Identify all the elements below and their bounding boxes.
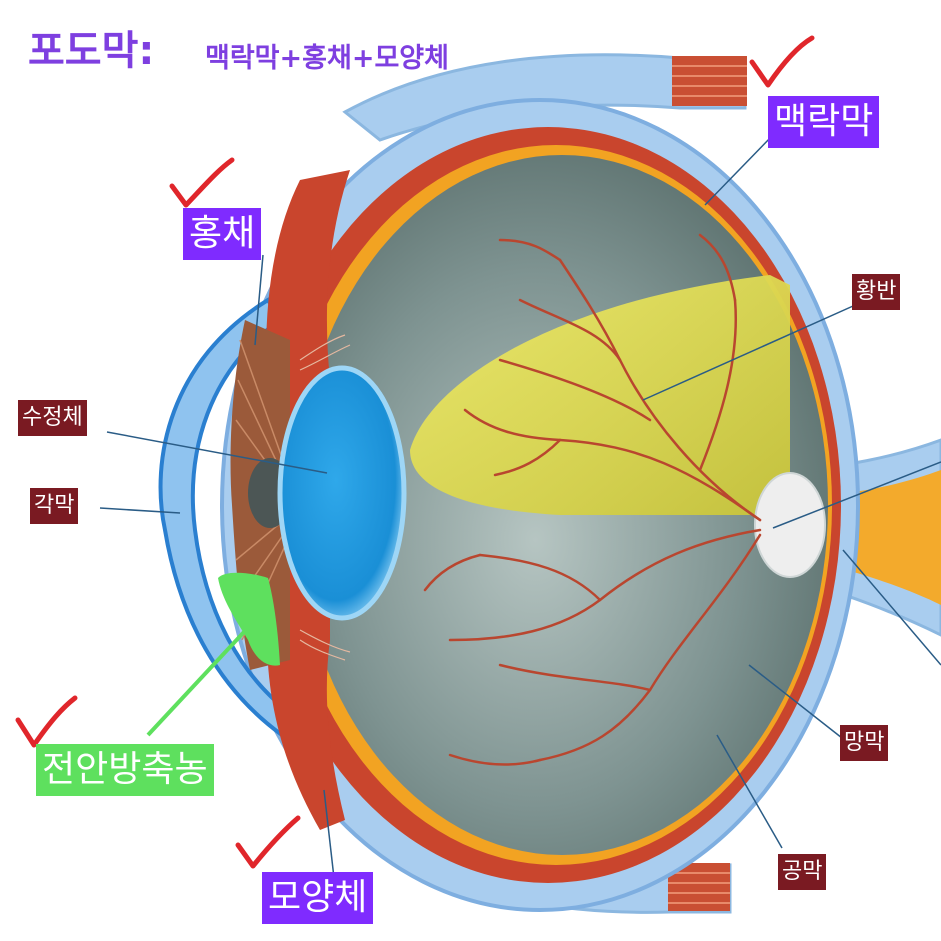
title-sub: 맥락막+홍채+모양체 [205,43,449,74]
checkmark-icon [749,35,815,88]
label-macula: 황반 [852,274,901,310]
leader-macula [642,301,863,401]
checkmark-icon [169,157,235,208]
leader-retina [748,664,843,739]
title-main: 포도막: [28,28,155,74]
retinal-vessels [423,233,762,766]
label-sclera: 공막 [778,854,827,890]
upper-eye-muscle [672,56,747,106]
label-cornea: 각막 [30,488,79,524]
leader-optic-nerve [842,549,941,666]
leader-cornea [99,507,181,514]
label-lens: 수정체 [18,400,87,436]
label-choroid: 맥락막 [768,96,880,148]
leader-choroid [704,135,773,206]
leader-hypopyon [146,630,246,737]
checkmark-icon [235,815,301,869]
optic-disc [754,472,826,578]
leader-optic-disc [772,461,941,529]
label-ciliary-body: 모양체 [262,872,374,924]
leader-iris [254,254,264,346]
leader-ciliary [323,789,335,879]
label-iris: 홍채 [183,208,262,260]
lens-shape [277,365,407,621]
label-anterior-chamber-abscess: 전안방축농 [36,744,214,796]
hypopyon-marker [218,572,280,666]
leader-sclera [716,734,783,849]
label-retina: 망막 [840,725,889,761]
checkmark-icon [15,695,78,748]
leader-lens [106,431,328,474]
